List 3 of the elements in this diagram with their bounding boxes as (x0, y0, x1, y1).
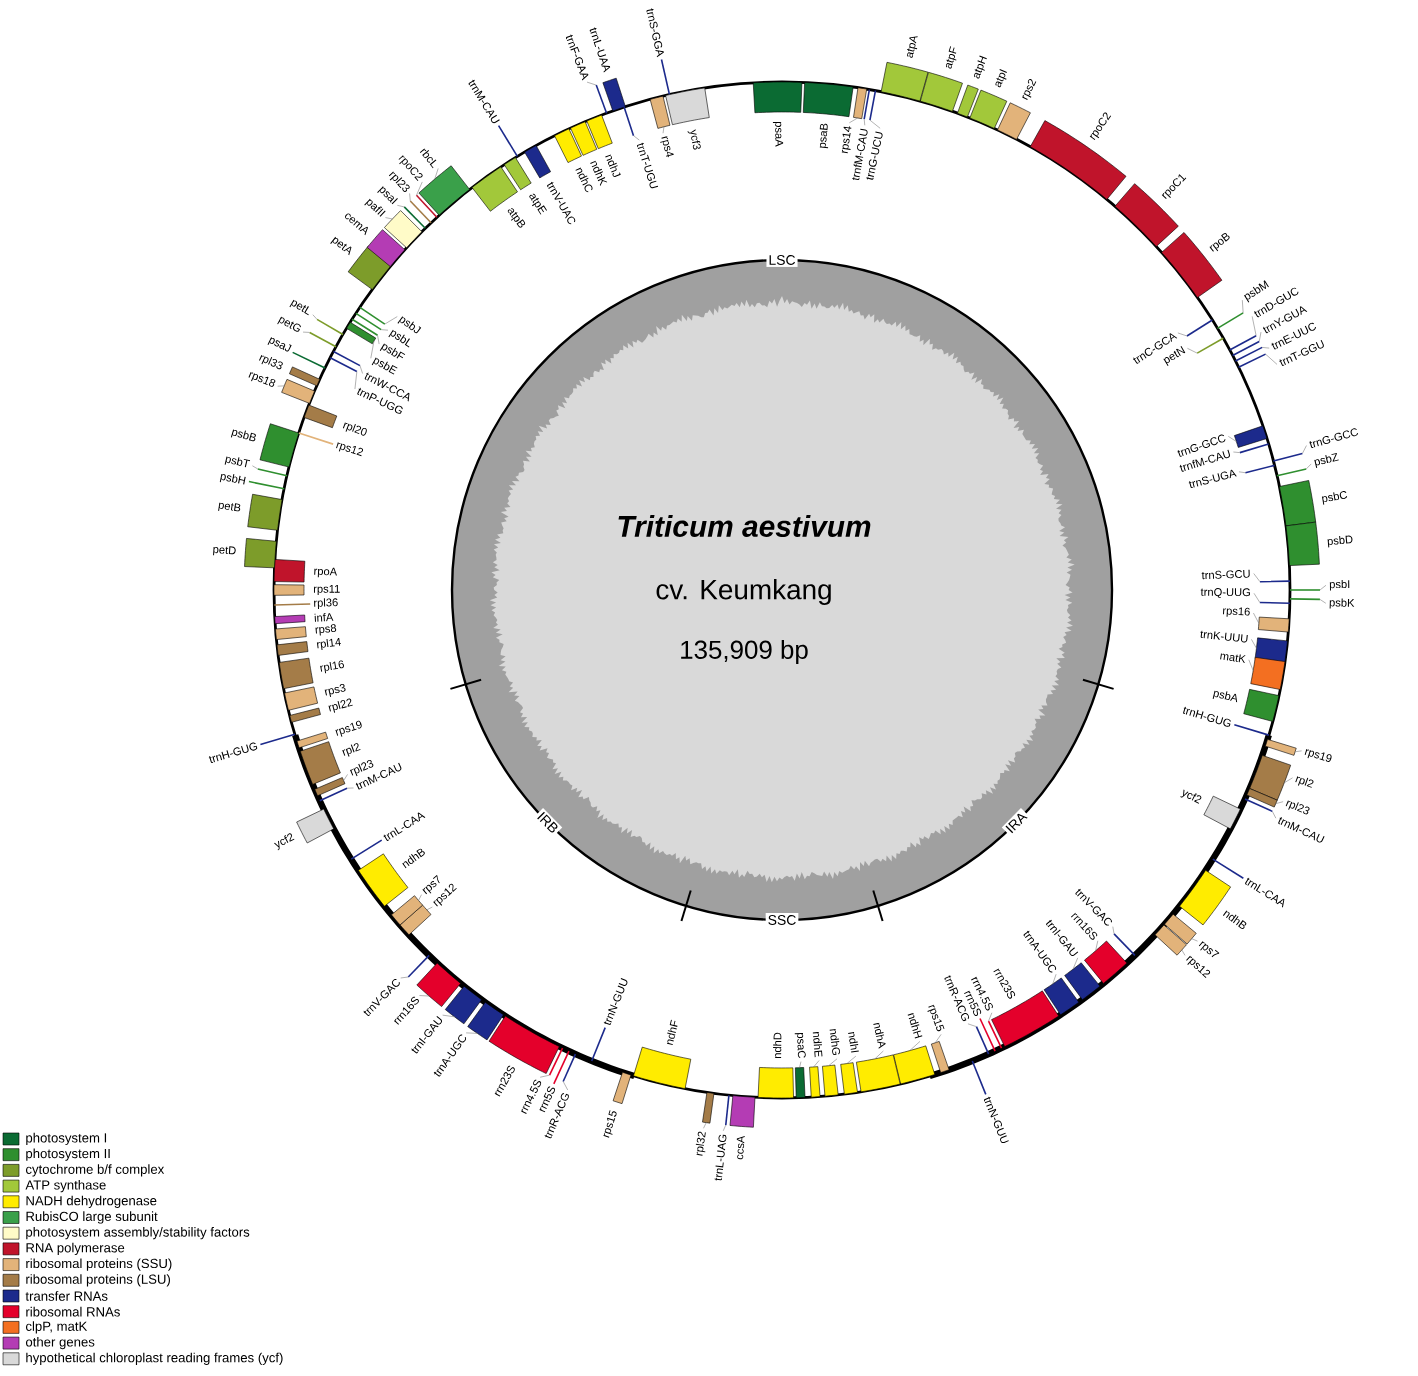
species-name: Triticum aestivum (618, 515, 871, 537)
genome-size-label: 135,909 bp (681, 639, 808, 665)
cultivar-label: cv. Keumkang (656, 579, 831, 605)
